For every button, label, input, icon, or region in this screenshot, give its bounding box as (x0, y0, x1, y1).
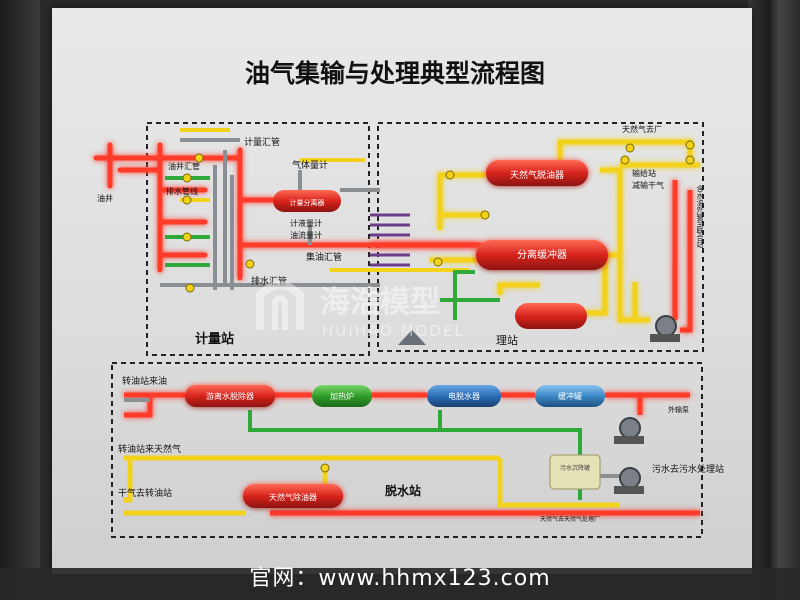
label-dry-gas-to-transfer: 干气去转油站 (118, 487, 172, 499)
heating-furnace-label: 加热炉 (330, 391, 354, 401)
label-dehydration-station: 脱水站 (385, 483, 421, 498)
separator-buffer-vessel: 分离缓冲器 (476, 240, 608, 270)
gas-dehydrator-bottom-label: 天然气除油器 (269, 492, 317, 502)
label-well: 油井 (97, 193, 113, 203)
buffer-tank-label: 缓冲罐 (558, 391, 582, 401)
gas-dehydrator-bottom: 天然气除油器 (243, 484, 343, 508)
label-dry-gas-line1: 输给站 (632, 168, 656, 178)
third-vessel (515, 303, 587, 329)
free-water-knockout: 游离水脱除器 (185, 385, 275, 407)
water-tank-label: 污水沉降罐 (560, 464, 590, 472)
label-dry-gas-line2: 减输干气 (632, 180, 664, 190)
processing-station-box (377, 122, 704, 352)
processing-pipes (370, 139, 700, 333)
label-drain-line: 排水管线 (166, 186, 198, 196)
label-oil-gather: 集油汇管 (306, 251, 342, 263)
label-oil-from-transfer: 转油站来油 (122, 375, 167, 387)
footer-bar (0, 568, 800, 600)
export-pump (614, 417, 644, 444)
electric-dehydrator: 电脱水器 (427, 385, 501, 407)
label-oil-meter: 油流量计 (290, 230, 322, 240)
label-sewage: 污水去污水处理站 (652, 463, 724, 475)
gas-dehydrator-top-label: 天然气脱油器 (510, 169, 564, 181)
dehydration-station-box (111, 362, 703, 538)
watermark: 海浩模型 HUIHAO MODEL (256, 281, 465, 340)
free-water-knockout-label: 游离水脱除器 (206, 391, 254, 401)
separator-buffer-label: 分离缓冲器 (517, 248, 567, 261)
buffer-tank: 缓冲罐 (535, 385, 605, 407)
label-well-manifold: 油井汇管 (168, 161, 200, 171)
water-settling-tank: 污水沉降罐 (549, 454, 601, 490)
label-metering-station: 计量站 (195, 331, 234, 347)
label-gas-from-transfer: 转油站来天然气 (118, 443, 181, 455)
label-station-tail: 理站 (496, 333, 518, 347)
gas-dehydrator-top: 天然气脱油器 (486, 160, 588, 186)
diagram-title: 油气集输与处理典型流程图 (245, 59, 545, 88)
heating-furnace: 加热炉 (312, 385, 372, 407)
pump-processing (398, 330, 426, 345)
label-gas-meter: 气体量计 (292, 159, 328, 171)
wall-left (0, 0, 40, 600)
watermark-cn: 海浩模型 (320, 285, 440, 320)
label-gas-to-plant: 天然气去厂 (622, 124, 662, 134)
electric-dehydrator-label: 电脱水器 (448, 391, 480, 401)
label-right-vertical: 含水油外输至联合站 (696, 184, 704, 249)
watermark-en: HUIHAO MODEL (322, 322, 465, 340)
sewage-pump (614, 467, 644, 494)
label-drain-manifold: 排水汇管 (251, 275, 287, 287)
footer-url[interactable]: 官网：www.hhmx123.com (249, 566, 551, 591)
metering-station-box (146, 122, 370, 356)
metering-separator: 计量分离器 (273, 190, 341, 212)
label-liquid-meter: 计液量计 (290, 218, 322, 228)
label-meter-manifold: 计量汇管 (244, 136, 280, 148)
label-bottom-note: 天然气去天然气处理厂 (540, 515, 600, 523)
label-export-pump: 外输泵 (668, 405, 689, 414)
metering-separator-label: 计量分离器 (290, 198, 325, 207)
compressor-right (650, 315, 680, 342)
wall-right (748, 0, 800, 600)
